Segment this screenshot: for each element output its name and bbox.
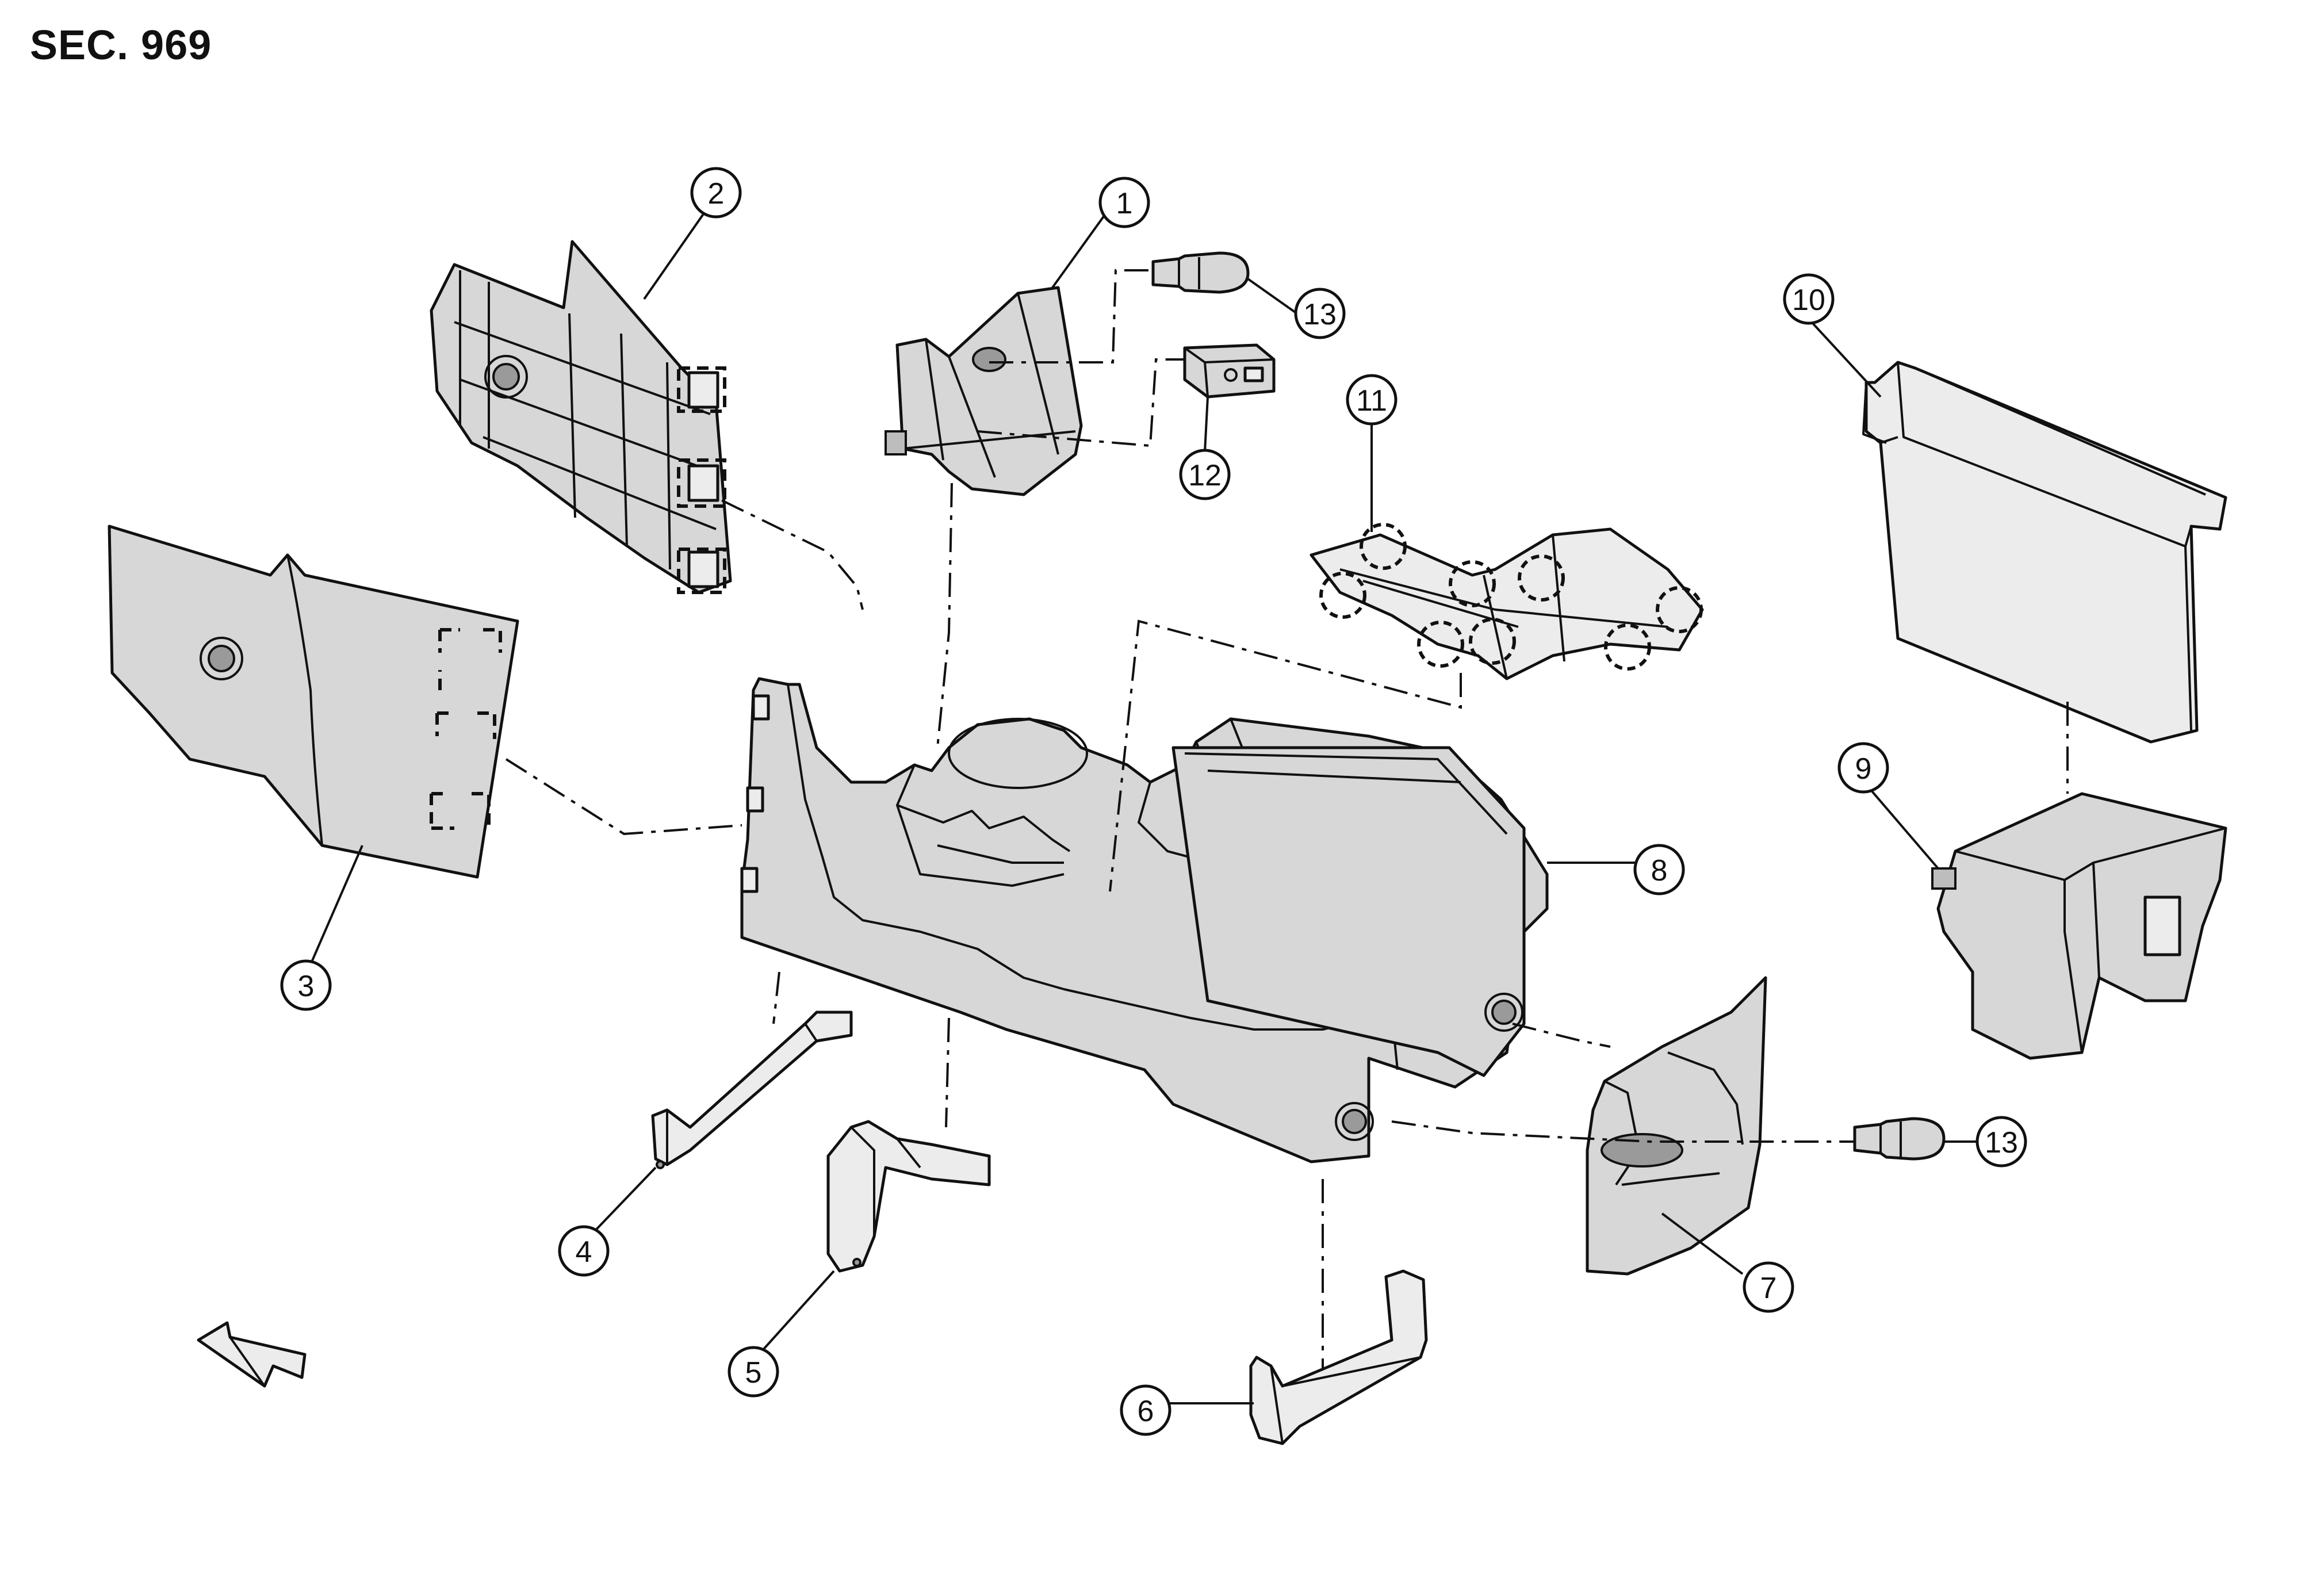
callout-label: 13 bbox=[1985, 1126, 2018, 1159]
callout-label: 6 bbox=[1138, 1395, 1154, 1428]
callout-12: 12 bbox=[1179, 449, 1231, 500]
part-6-lower-cover bbox=[1249, 1269, 1428, 1445]
callout-3: 3 bbox=[280, 959, 332, 1011]
callout-8: 8 bbox=[1633, 844, 1685, 895]
callout-label: 1 bbox=[1116, 187, 1133, 220]
callout-4: 4 bbox=[558, 1225, 610, 1277]
callout-label: 13 bbox=[1303, 298, 1337, 331]
callout-1: 1 bbox=[1098, 177, 1150, 228]
part-9-holder bbox=[1931, 792, 2227, 1060]
part-8-rear-box bbox=[1171, 746, 1526, 1077]
part-7-rear-finisher bbox=[1586, 976, 1767, 1276]
callout-label: 12 bbox=[1188, 459, 1222, 492]
section-title: SEC. 969 bbox=[30, 22, 212, 68]
connection-lines bbox=[505, 269, 2069, 1369]
callout-label: 11 bbox=[1356, 384, 1387, 418]
callout-label: 5 bbox=[745, 1356, 762, 1390]
callout-label: 8 bbox=[1651, 854, 1668, 887]
callout-7: 7 bbox=[1743, 1261, 1794, 1313]
callout-2: 2 bbox=[690, 167, 742, 219]
part-4-brace bbox=[651, 1010, 853, 1169]
callout-11: 11 bbox=[1346, 374, 1398, 426]
callout-6: 6 bbox=[1120, 1384, 1171, 1436]
callout-label: 4 bbox=[576, 1235, 592, 1269]
part-13-socket-lower bbox=[1853, 1117, 1946, 1161]
part-1-bracket bbox=[885, 286, 1083, 496]
callout-label: 2 bbox=[708, 177, 725, 210]
part-2-inner-panel bbox=[430, 240, 732, 594]
callout-label: 10 bbox=[1792, 284, 1825, 317]
callout-label: 7 bbox=[1760, 1272, 1777, 1305]
part-11-clip-assembly bbox=[1310, 523, 1704, 680]
callout-5: 5 bbox=[728, 1346, 779, 1398]
part-5-bracket bbox=[826, 1120, 991, 1273]
callout-13-lower: 13 bbox=[1975, 1116, 2027, 1168]
callout-9: 9 bbox=[1837, 742, 1889, 794]
callout-label: 9 bbox=[1855, 752, 1872, 786]
part-10-storage-box bbox=[1862, 361, 2227, 744]
callout-10: 10 bbox=[1783, 273, 1835, 325]
callout-label: 3 bbox=[298, 970, 315, 1003]
part-3-side-finisher bbox=[108, 525, 519, 879]
part-13-socket-upper bbox=[1151, 251, 1250, 294]
front-direction-arrow-icon bbox=[197, 1321, 307, 1388]
part-12-usb-jack bbox=[1183, 343, 1276, 399]
callout-13-upper: 13 bbox=[1294, 288, 1346, 339]
